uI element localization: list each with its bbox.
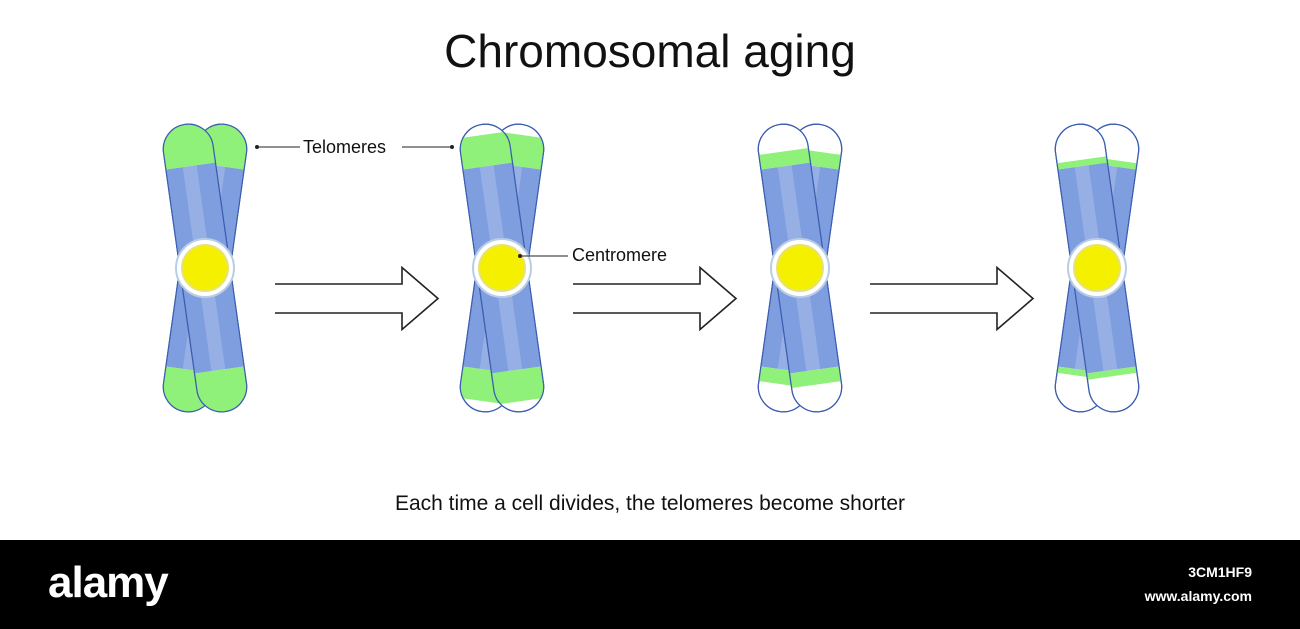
site-url: www.alamy.com <box>1144 588 1252 604</box>
division-arrow-1 <box>275 265 440 332</box>
division-arrow-2 <box>573 265 738 332</box>
caption: Each time a cell divides, the telomeres … <box>394 492 906 515</box>
telomere-top <box>458 131 513 170</box>
chromosome-stage-2 <box>458 123 546 413</box>
telomere-top <box>758 147 811 170</box>
alamy-logo: alamy <box>48 558 169 607</box>
telomere-top <box>1057 156 1108 170</box>
division-arrow-3 <box>870 265 1035 332</box>
telomere-top <box>160 120 216 170</box>
chromosome-diagram <box>160 120 1140 416</box>
telomere-bottom <box>194 366 250 416</box>
image-id: 3CM1HF9 <box>1188 564 1252 580</box>
chromosome-stage-3 <box>757 123 843 413</box>
telomere-bottom <box>1086 366 1137 380</box>
diagram-title: Chromosomal aging <box>444 25 856 77</box>
telomere-bottom <box>789 366 842 389</box>
chromosome-stage-1 <box>160 120 250 416</box>
footer-bar: alamy 3CM1HF9 www.alamy.com <box>0 540 1300 629</box>
centromere-label: Centromere <box>572 245 668 265</box>
telomere-bottom <box>491 366 546 405</box>
telomeres-label: Telomeres <box>303 137 387 157</box>
chromosome-stage-4 <box>1054 123 1140 413</box>
